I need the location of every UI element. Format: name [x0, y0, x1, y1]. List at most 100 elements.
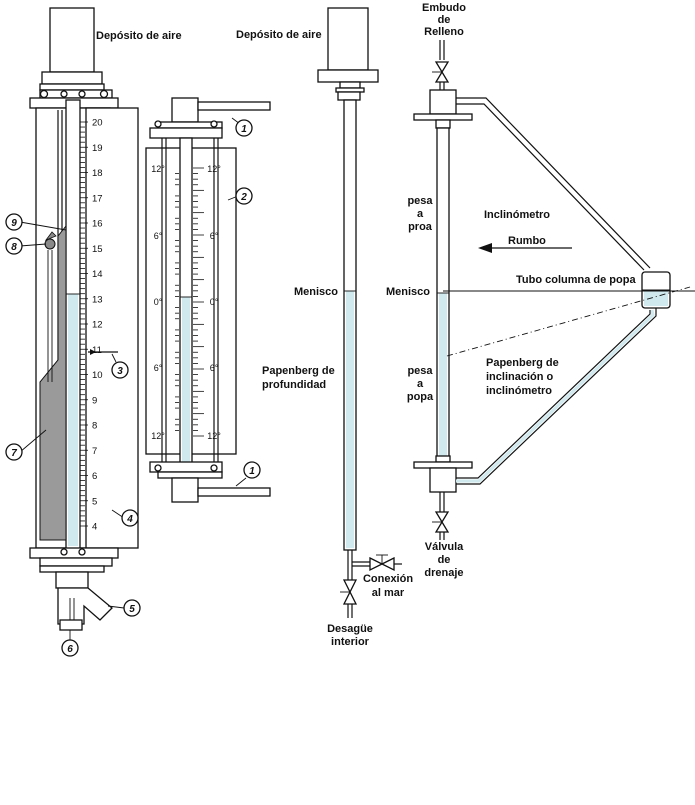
callouts-middle: 1 2 1: [227, 117, 261, 487]
meniscus-label-right: Menisco: [386, 286, 430, 298]
bolt-icon: [78, 90, 86, 98]
lower-pipe-water: [456, 309, 655, 483]
angle-label: 12°: [151, 431, 165, 441]
fill-funnel-label: Embudo: [422, 2, 466, 14]
interior-drain-label: Desagüe: [327, 623, 373, 635]
callout-leader: [19, 221, 67, 231]
bolt-icon: [78, 548, 86, 556]
depth-tick-label: 20: [92, 118, 103, 129]
depth-tick-label: 15: [92, 244, 103, 255]
water-column-mid: [182, 297, 190, 462]
angle-label: 12°: [151, 164, 165, 174]
air-tank-flange-center: [317, 69, 379, 83]
bottom-neck: [39, 565, 105, 573]
angle-label: 12°: [207, 164, 221, 174]
pointer-arrow-icon: [90, 349, 96, 355]
drain-cap: [59, 619, 83, 631]
angle-label: 6°: [210, 363, 219, 373]
callout-7: [5, 443, 23, 461]
bolt-icon: [60, 90, 68, 98]
pivot-icon: [44, 238, 56, 250]
bolt-icon: [210, 120, 218, 128]
depth-tick-label: 19: [92, 143, 103, 154]
depth-tick-label: 4: [92, 522, 97, 533]
air-tank-flange-left: [41, 71, 103, 85]
depth-tick-label: 8: [92, 421, 97, 432]
bolt-icon: [99, 89, 109, 99]
water-column-right: [439, 293, 447, 460]
inclinometer-schematic: [413, 40, 695, 540]
top-fitting: [171, 97, 199, 123]
depth-tick-label: 18: [92, 168, 103, 179]
air-tank-label-left: Depósito de aire: [96, 30, 182, 42]
bow-heavy-label: pesa: [407, 195, 433, 207]
callouts-left: 9 8 7 3 4 5 6: [5, 213, 141, 657]
bottom-fitting-mid: [171, 477, 199, 503]
connector-center-2: [337, 91, 361, 101]
callout-1-bottom: [243, 461, 261, 479]
upper-pipe-inner: [456, 103, 645, 271]
bottom-fitting-right: [429, 467, 457, 493]
angle-label: 0°: [210, 297, 219, 307]
bottom-clamp-bar: [29, 547, 119, 559]
incline-ticks: [175, 167, 204, 437]
y-strainer: [57, 587, 113, 625]
callout-9: [5, 213, 23, 231]
papenberg-incline-label: Papenberg de: [486, 357, 559, 369]
pipe-top: [197, 101, 271, 111]
angle-label: 6°: [154, 231, 163, 241]
sea-connection-label: Conexión: [363, 573, 413, 585]
interior-drain-label: interior: [331, 636, 370, 648]
bow-heavy-label: a: [417, 208, 424, 220]
callout-3: [111, 361, 129, 379]
drain-valve-label: de: [438, 554, 451, 566]
depth-scale-strip: [85, 107, 139, 549]
callout-8: [5, 237, 23, 255]
callout-2-label: 2: [240, 192, 247, 203]
callout-4: [121, 509, 139, 527]
angle-label: 6°: [210, 231, 219, 241]
bottom-bolt-plate: [39, 557, 113, 567]
water-column-center: [346, 291, 354, 548]
bottom-fitting: [55, 571, 89, 589]
inclined-waterline: [446, 286, 691, 357]
depth-tick-label: 14: [92, 269, 103, 280]
depth-tick-label: 5: [92, 496, 97, 507]
depth-tick-label: 12: [92, 320, 103, 331]
upper-pipe-outer: [456, 97, 651, 269]
callout-5: [123, 599, 141, 617]
callout-leader: [111, 353, 117, 363]
fill-funnel-label: de: [438, 14, 451, 26]
stern-column-label: Tubo columna de popa: [516, 274, 636, 286]
bolt-icon: [39, 89, 49, 99]
papenberg-depth-label: profundidad: [262, 379, 326, 391]
bow-heavy-label: proa: [408, 221, 433, 233]
fill-funnel-label: Relleno: [424, 26, 464, 38]
stern-heavy-label: popa: [407, 391, 434, 403]
air-tank-block-center: [327, 7, 369, 71]
depth-tick-label: 16: [92, 219, 103, 230]
callout-2: [235, 187, 253, 205]
angle-label: 12°: [207, 431, 221, 441]
callout-1-top: [235, 119, 253, 137]
callout-7-label: 7: [11, 448, 17, 459]
callout-5-label: 5: [129, 604, 135, 615]
callout-3-label: 3: [117, 366, 123, 377]
papenberg-depth-label: Papenberg de: [262, 365, 335, 377]
bottom-flange-right: [413, 461, 473, 469]
tank-neck-left: [39, 83, 105, 91]
depth-tick-label: 9: [92, 395, 97, 406]
depth-schematic: [317, 7, 402, 618]
callout-6-label: 6: [67, 644, 73, 655]
bolt-icon: [60, 548, 68, 556]
water-column-left: [68, 294, 78, 546]
inclinometer-label: Inclinómetro: [484, 209, 550, 221]
callout-9-label: 9: [11, 218, 17, 229]
depth-ticks: [80, 121, 88, 527]
depth-tick-label: 7: [92, 446, 97, 457]
air-tank-label-center: Depósito de aire: [236, 29, 322, 41]
